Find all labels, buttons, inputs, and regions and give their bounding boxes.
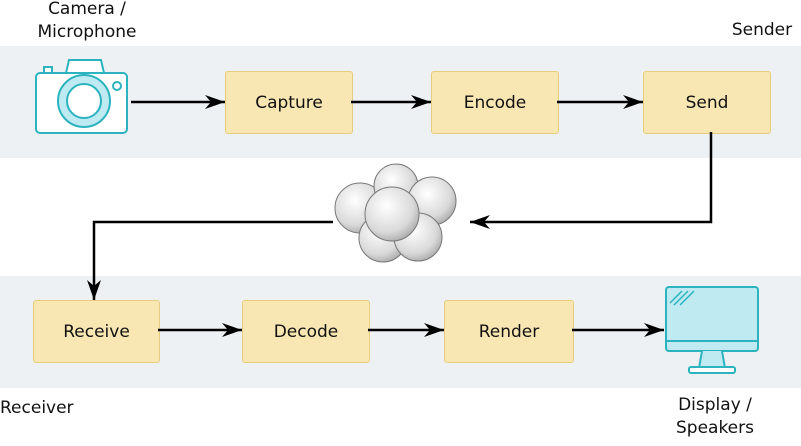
monitor-icon (665, 286, 759, 374)
step-decode: Decode (242, 300, 370, 363)
arrow-cloud-receive (87, 220, 333, 300)
step-receive: Receive (33, 300, 160, 363)
arrow-send-cloud (470, 132, 713, 229)
source-label-line2: Microphone (37, 22, 137, 42)
sink-label: Display / Speakers (640, 394, 790, 440)
cloud-icon (334, 163, 457, 263)
receiver-label: Receiver (0, 398, 74, 418)
sink-label-line2: Speakers (675, 418, 754, 438)
sink-label-line1: Display / (678, 395, 752, 415)
source-label: Camera / Microphone (12, 0, 162, 44)
step-capture: Capture (225, 71, 353, 134)
camera-icon (35, 59, 128, 134)
step-encode: Encode (431, 71, 559, 134)
step-send: Send (643, 71, 771, 134)
source-label-line1: Camera / (48, 0, 126, 19)
sender-label: Sender (731, 20, 793, 40)
step-render: Render (444, 300, 574, 363)
